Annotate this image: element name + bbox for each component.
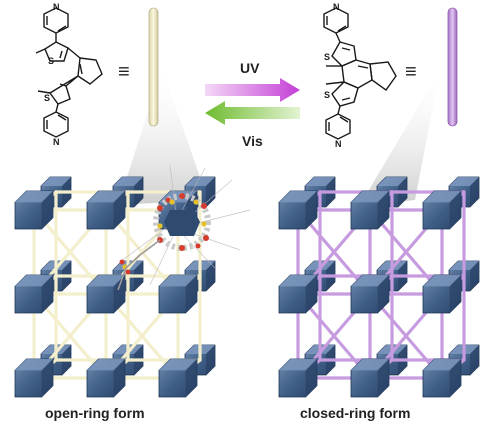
metal-cluster	[86, 274, 126, 314]
metal-cluster	[158, 358, 198, 398]
metal-cluster	[14, 190, 54, 230]
closed-lower-s-atom: S	[324, 90, 330, 100]
closed-ring-caption: closed-ring form	[300, 405, 410, 421]
vis-arrow	[205, 101, 300, 125]
closed-top-n-atom: N	[333, 2, 340, 12]
uv-label: UV	[240, 60, 260, 76]
closed-upper-s-atom: S	[324, 52, 330, 62]
zoom-cone-left	[118, 68, 208, 205]
metal-cluster	[422, 190, 462, 230]
zoom-cone-right	[360, 70, 440, 205]
metal-cluster	[422, 274, 462, 314]
metal-cluster	[350, 190, 390, 230]
zoomed-cluster-detail	[117, 164, 251, 291]
uv-arrow	[205, 78, 300, 102]
metal-cluster	[350, 274, 390, 314]
open-equivalence-symbol: ≡	[118, 61, 130, 83]
metal-cluster	[422, 358, 462, 398]
open-lower-s-atom: S	[44, 93, 50, 103]
metal-cluster	[350, 358, 390, 398]
closed-ring-framework	[278, 176, 480, 398]
metal-cluster	[14, 274, 54, 314]
closed-bottom-n-atom: N	[335, 139, 342, 149]
metal-cluster	[278, 274, 318, 314]
open-top-n-atom: N	[53, 2, 60, 12]
closed-ring-molecule	[323, 7, 397, 140]
metal-cluster	[14, 358, 54, 398]
open-ring-caption: open-ring form	[45, 405, 145, 421]
metal-cluster	[278, 190, 318, 230]
open-ring-molecule	[35, 7, 103, 138]
metal-cluster	[278, 358, 318, 398]
closed-ring-linker-rod	[447, 7, 458, 127]
metal-cluster	[158, 274, 198, 314]
vis-label: Vis	[242, 133, 263, 149]
metal-cluster	[86, 190, 126, 230]
closed-equivalence-symbol: ≡	[405, 61, 417, 83]
open-ring-framework	[14, 176, 216, 398]
open-bottom-n-atom: N	[53, 137, 60, 147]
open-ring-linker-rod	[148, 7, 159, 127]
metal-cluster	[86, 358, 126, 398]
open-upper-s-atom: S	[48, 56, 54, 66]
